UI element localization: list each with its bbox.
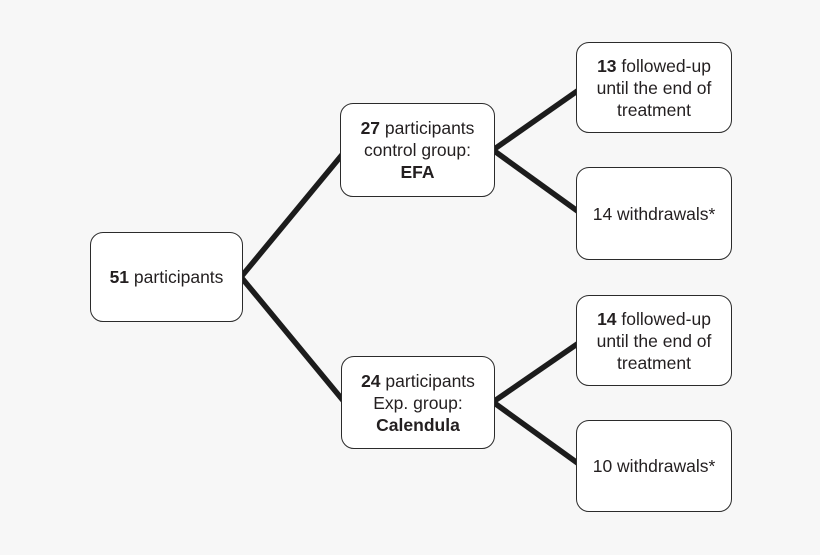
node-experimental-group: 24 participants Exp. group: Calendula — [341, 356, 495, 449]
exp-followup-count: 14 — [597, 308, 617, 329]
exp-followup-line2: until the end of — [596, 330, 712, 351]
node-total-participants: 51 participants — [90, 232, 243, 322]
node-control-followup: 13 followed-up until the end of treatmen… — [576, 42, 732, 133]
control-followup-line2: until the end of — [596, 77, 712, 98]
control-count: 27 — [360, 118, 381, 138]
exp-followup-line3: treatment — [617, 352, 691, 373]
node-total-participants-label: 51 participants — [110, 266, 224, 288]
control-withdrawals-label: 14 withdrawals* — [592, 203, 716, 224]
exp-group-line1: 24 participants — [361, 370, 475, 392]
node-exp-followup: 14 followed-up until the end of treatmen… — [576, 295, 732, 386]
control-group-name: EFA — [400, 162, 435, 182]
node-control-group: 27 participants control group: EFA — [340, 103, 495, 197]
node-exp-withdrawals: 10 withdrawals* — [576, 420, 732, 512]
total-count: 51 — [109, 267, 130, 287]
control-followup-line3: treatment — [617, 99, 691, 120]
exp-withdrawals-label: 10 withdrawals* — [592, 456, 716, 476]
exp-group-line2: Exp. group: — [373, 392, 463, 413]
connector-root-to-exp — [238, 275, 349, 406]
node-control-withdrawals: 14 withdrawals* — [576, 167, 732, 260]
connector-control-to-followup — [491, 84, 585, 153]
connector-root-to-control — [238, 148, 349, 279]
control-group-line1: 27 participants — [361, 117, 475, 139]
control-group-line2: control group: — [363, 140, 471, 160]
exp-label: participants — [385, 370, 475, 391]
control-followup-count: 13 — [597, 55, 617, 76]
connector-exp-to-followup — [491, 337, 585, 405]
connector-control-to-withdrawals — [491, 147, 585, 218]
control-followup-line1: 13 followed-up — [597, 55, 711, 76]
exp-followup-line1: 14 followed-up — [597, 308, 711, 329]
exp-count: 24 — [361, 370, 381, 391]
total-label: participants — [133, 267, 224, 287]
exp-group-name: Calendula — [376, 414, 460, 435]
control-label: participants — [384, 118, 475, 138]
connector-exp-to-withdrawals — [491, 399, 585, 470]
